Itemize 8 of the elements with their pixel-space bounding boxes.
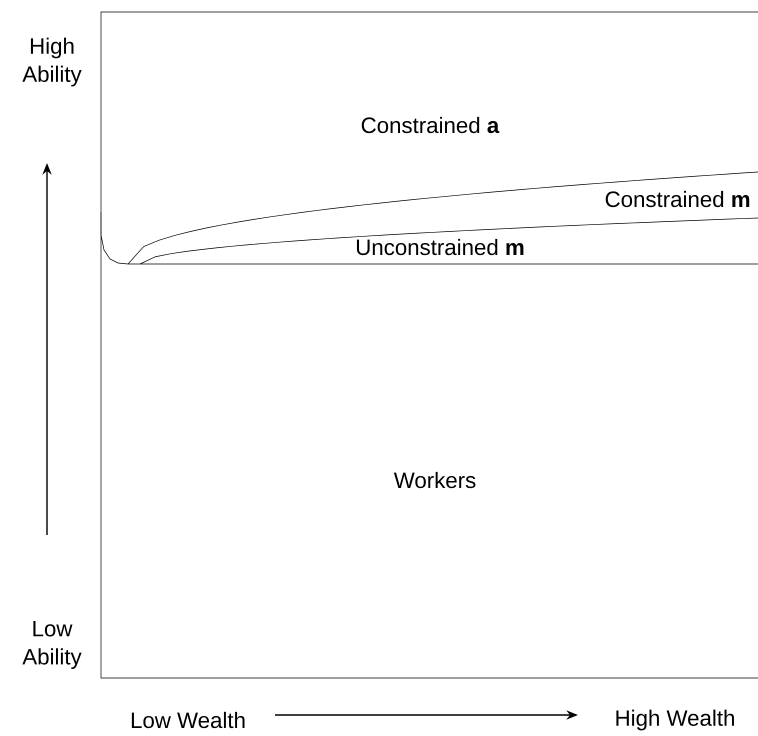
axis-label: Low Wealth [132,712,244,728]
region-label: Constrained a [362,116,500,134]
region-label: Workers [394,472,476,488]
axis-label: Low Ability [22,620,82,669]
axis-label: High Ability [22,38,82,86]
axis-label: High Wealth [616,710,734,730]
curve-label: Constrained m [606,190,750,208]
curve-label: Unconstrained m [356,238,524,256]
